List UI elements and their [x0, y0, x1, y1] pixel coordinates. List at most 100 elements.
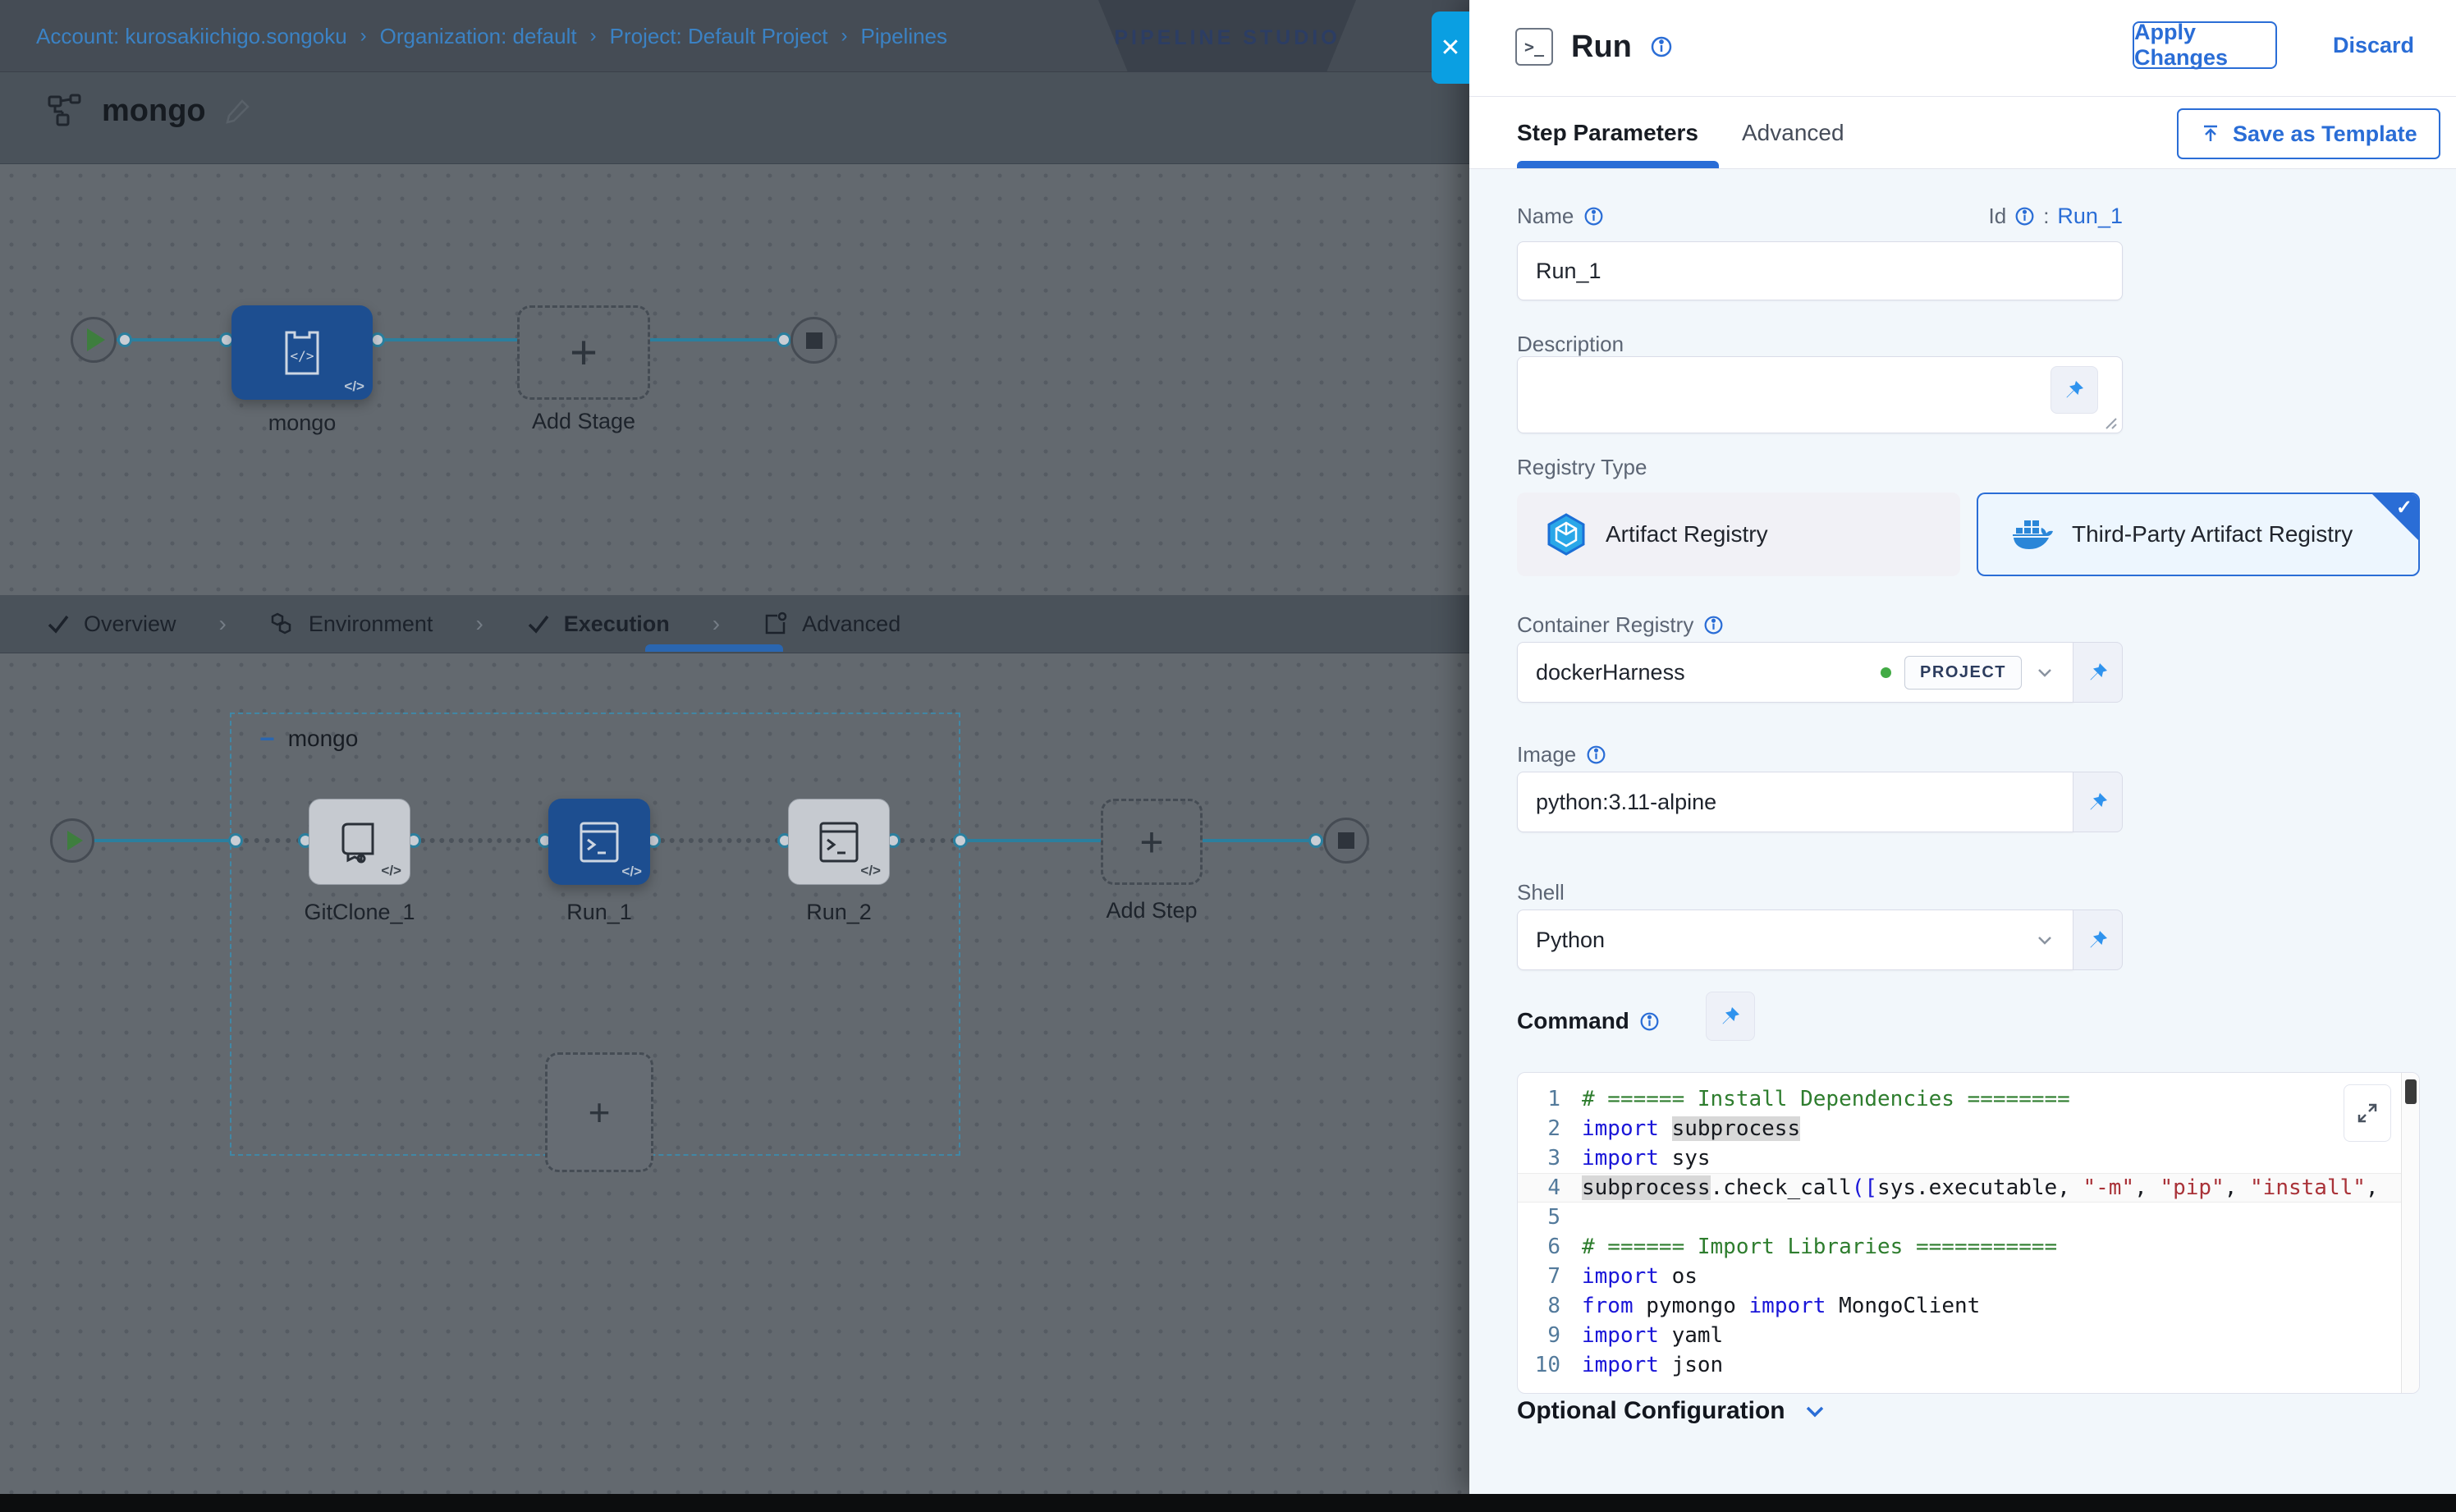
pin-input-type-button[interactable]: [2073, 642, 2123, 703]
tab-advanced[interactable]: Advanced: [763, 611, 900, 637]
top-bar: Account: kurosakiichigo.songoku › Organi…: [0, 0, 1469, 76]
stage-canvas: </> </> mongo + Add Stage: [0, 164, 1469, 595]
edit-pencil-icon[interactable]: [224, 97, 252, 125]
registry-option-third-party[interactable]: Third-Party Artifact Registry ✓: [1977, 493, 2420, 576]
pin-input-type-button[interactable]: [1706, 992, 1755, 1041]
breadcrumb-separator: ›: [360, 25, 367, 47]
expand-editor-button[interactable]: [2344, 1084, 2391, 1142]
pin-input-type-button[interactable]: [2073, 909, 2123, 970]
registry-option-label: Third-Party Artifact Registry: [2072, 521, 2353, 547]
collapse-icon[interactable]: −: [259, 724, 275, 754]
connector: [373, 338, 517, 341]
name-input[interactable]: Run_1: [1517, 241, 2123, 300]
pin-icon: [2090, 663, 2107, 680]
breadcrumb-pipelines[interactable]: Pipelines: [860, 23, 948, 48]
stage-group-header[interactable]: − mongo: [259, 726, 358, 752]
add-stage-node[interactable]: +: [517, 305, 650, 400]
close-drawer-button[interactable]: ✕: [1432, 11, 1469, 84]
chevron-down-icon[interactable]: [2035, 930, 2055, 950]
info-icon[interactable]: [1639, 1011, 1660, 1032]
info-icon[interactable]: [1650, 35, 1673, 58]
breadcrumb-organization[interactable]: Organization: default: [379, 23, 577, 48]
optional-configuration-label: Optional Configuration: [1517, 1397, 1785, 1424]
scope-badge: PROJECT: [1904, 655, 2022, 690]
editor-scrollbar[interactable]: [2401, 1073, 2419, 1393]
add-step-node[interactable]: +: [1101, 799, 1203, 885]
image-input[interactable]: python:3.11-alpine: [1517, 772, 2073, 832]
tab-overview[interactable]: Overview: [46, 612, 176, 637]
breadcrumb-project[interactable]: Project: Default Project: [609, 23, 828, 48]
chevron-down-icon[interactable]: [2035, 662, 2055, 682]
advanced-icon: [765, 612, 787, 635]
description-textarea[interactable]: [1517, 356, 2123, 433]
optional-configuration-toggle[interactable]: Optional Configuration: [1517, 1397, 1826, 1425]
git-clone-icon: [341, 822, 374, 863]
pin-icon: [2066, 381, 2083, 398]
connector: [967, 839, 1101, 842]
connector: [650, 338, 791, 341]
code-line[interactable]: 6# ====== Import Libraries ===========: [1518, 1232, 2419, 1262]
selected-corner: [2372, 494, 2418, 540]
code-line[interactable]: 1# ====== Install Dependencies ========: [1518, 1084, 2419, 1114]
group-name: mongo: [287, 726, 359, 751]
code-badge: </>: [381, 863, 401, 878]
info-icon[interactable]: [2014, 206, 2035, 227]
info-icon[interactable]: [1586, 745, 1606, 765]
line-number: 3: [1547, 1146, 1560, 1171]
apply-changes-button[interactable]: Apply Changes: [2133, 20, 2277, 70]
chevron-right-icon: ›: [712, 611, 721, 636]
step-node-gitclone-1[interactable]: </>: [309, 799, 410, 885]
pipeline-graph-icon: [46, 92, 84, 130]
shell-label: Shell: [1517, 880, 1565, 905]
info-icon[interactable]: [1703, 615, 1724, 635]
code-line[interactable]: 5: [1518, 1203, 2419, 1232]
container-registry-input[interactable]: dockerHarness PROJECT: [1517, 642, 2073, 703]
tab-execution[interactable]: Execution: [526, 612, 670, 637]
code-badge: </>: [860, 863, 881, 878]
step-node-run-1[interactable]: </>: [548, 799, 650, 885]
add-parallel-step-node[interactable]: +: [545, 1052, 653, 1172]
step-node-run-2[interactable]: </>: [788, 799, 890, 885]
pipeline-start-node: [71, 317, 117, 363]
description-label: Description: [1517, 332, 1624, 356]
breadcrumb-account[interactable]: Account: kurosakiichigo.songoku: [36, 23, 347, 48]
stage-node-mongo[interactable]: </> </>: [231, 305, 373, 400]
registry-option-artifact[interactable]: Artifact Registry: [1517, 493, 1960, 576]
resize-handle[interactable]: [2100, 412, 2118, 430]
shell-select[interactable]: Python: [1517, 909, 2073, 970]
code-text: import sys: [1582, 1146, 1711, 1171]
tab-label: Advanced: [802, 611, 901, 636]
code-line[interactable]: 3 import sys: [1518, 1143, 2419, 1173]
pin-input-type-button[interactable]: [2050, 366, 2098, 414]
line-number: 7: [1547, 1264, 1560, 1289]
pin-input-type-button[interactable]: [2073, 772, 2123, 832]
command-code-editor[interactable]: 1# ====== Install Dependencies ========2…: [1517, 1072, 2420, 1394]
docker-icon: [2013, 520, 2053, 549]
discard-button[interactable]: Discard: [2333, 33, 2415, 57]
tab-step-parameters[interactable]: Step Parameters: [1517, 120, 1699, 145]
drawer-header: >_ Run Apply Changes Discard: [1469, 0, 2456, 97]
line-number: 4: [1547, 1175, 1560, 1200]
step-config-drawer: ✕ >_ Run Apply Changes Discard Step Para…: [1432, 0, 2456, 1494]
info-icon[interactable]: [1583, 206, 1604, 227]
tab-label: Execution: [563, 611, 670, 636]
tab-environment[interactable]: Environment: [269, 611, 433, 637]
connector-status-dot: [1881, 667, 1892, 678]
save-as-template-button[interactable]: Save as Template: [2177, 108, 2440, 159]
code-text: import yaml: [1582, 1323, 1724, 1348]
scrollbar-thumb[interactable]: [2405, 1079, 2417, 1104]
code-text: import subprocess: [1582, 1116, 1801, 1141]
tab-advanced[interactable]: Advanced: [1742, 120, 1844, 145]
id-value[interactable]: Run_1: [2057, 204, 2123, 228]
active-drawer-tab-underline: [1517, 161, 1719, 168]
terminal-icon: [819, 822, 859, 862]
breadcrumb-separator: ›: [589, 25, 597, 47]
drawer-tab-bar: Step Parameters Advanced Save as Templat…: [1469, 97, 2456, 169]
check-icon: [48, 615, 69, 634]
